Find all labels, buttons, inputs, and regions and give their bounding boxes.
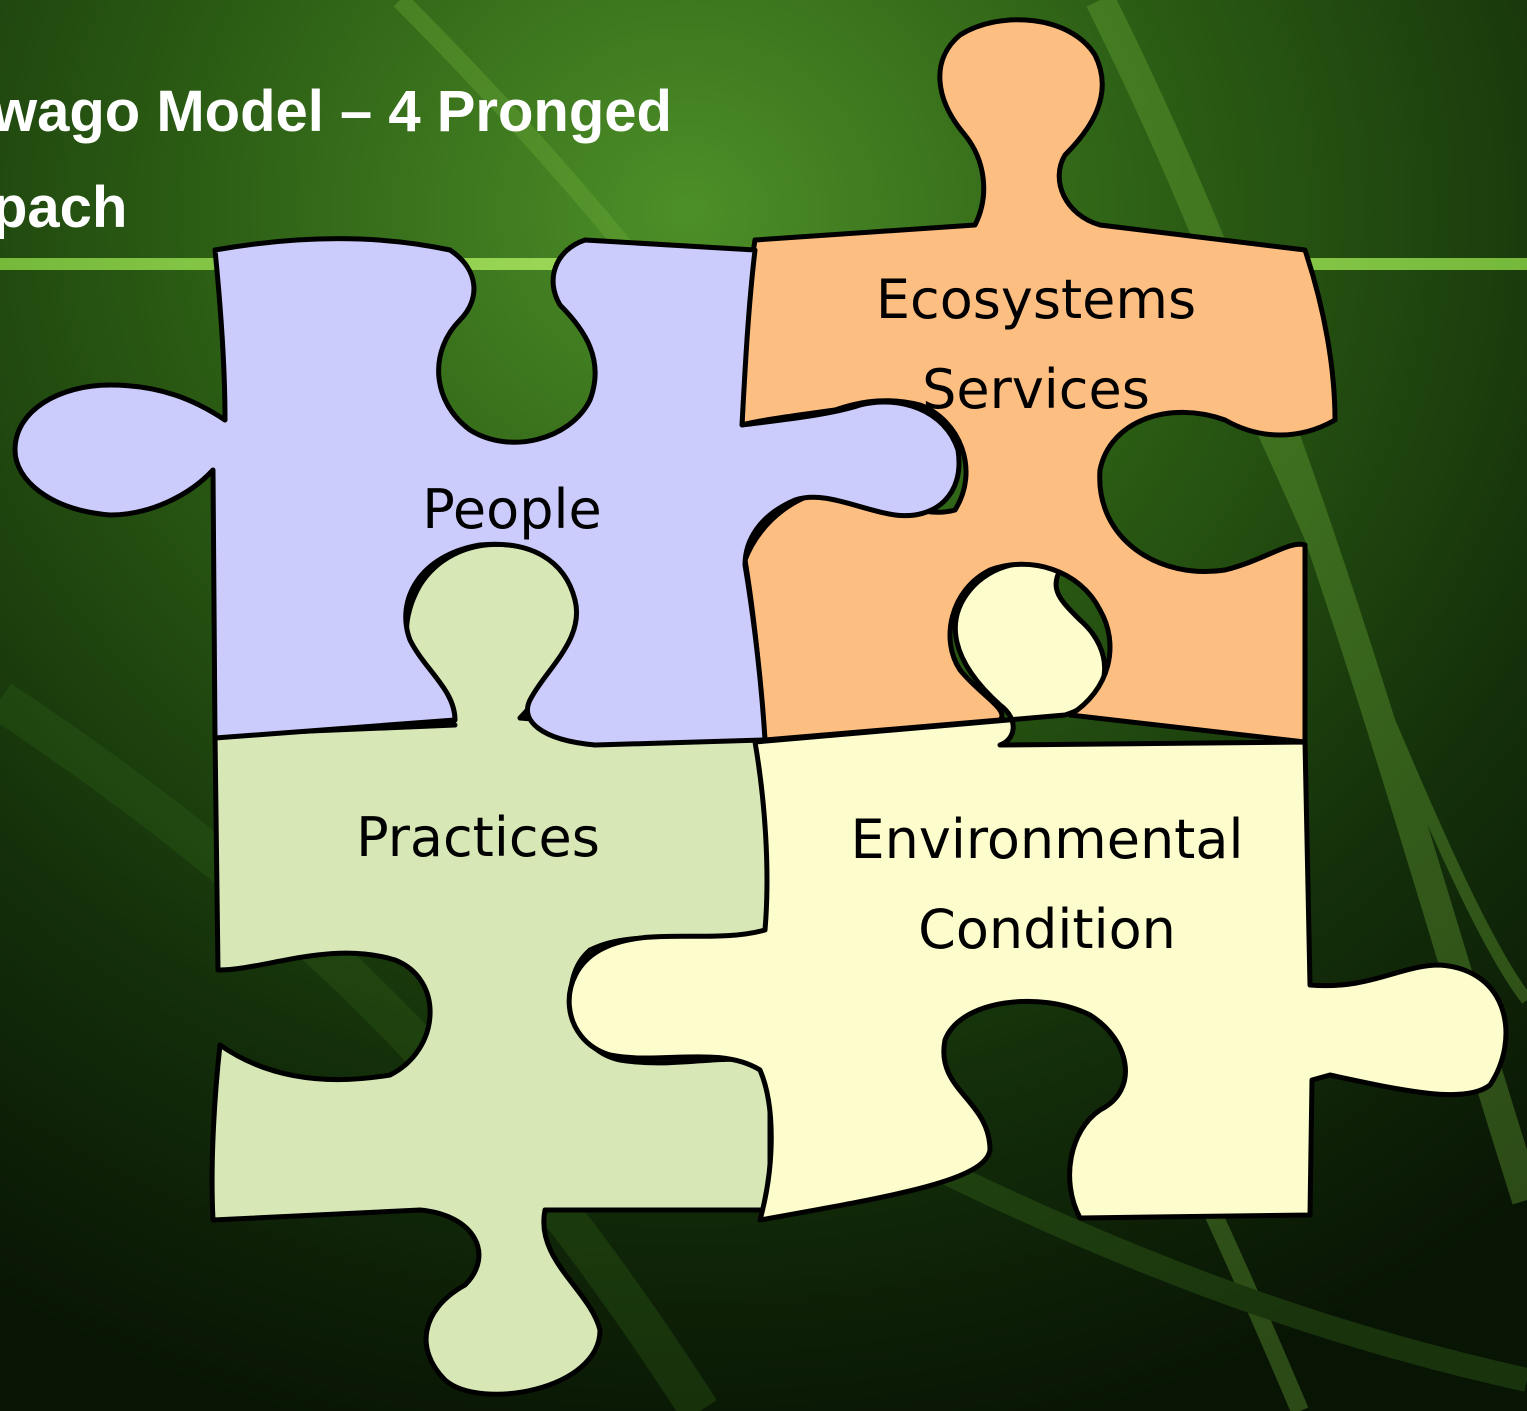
practices-label: Practices [356,806,600,869]
environmental-label-line-1: Environmental [851,808,1244,871]
puzzle-piece-ecosystems [739,17,1338,745]
puzzle-piece-environmental [566,560,1509,1223]
slide-title-line-2: pach [0,175,127,240]
people-label: People [422,478,601,541]
environmental-label-line-2: Condition [918,898,1176,961]
ecosystems-label-line-1: Ecosystems [876,268,1196,331]
slide-title-line-1: wago Model – 4 Pronged [0,79,672,144]
puzzle-piece-people [12,236,962,748]
ecosystems-label-line-2: Services [922,358,1150,421]
